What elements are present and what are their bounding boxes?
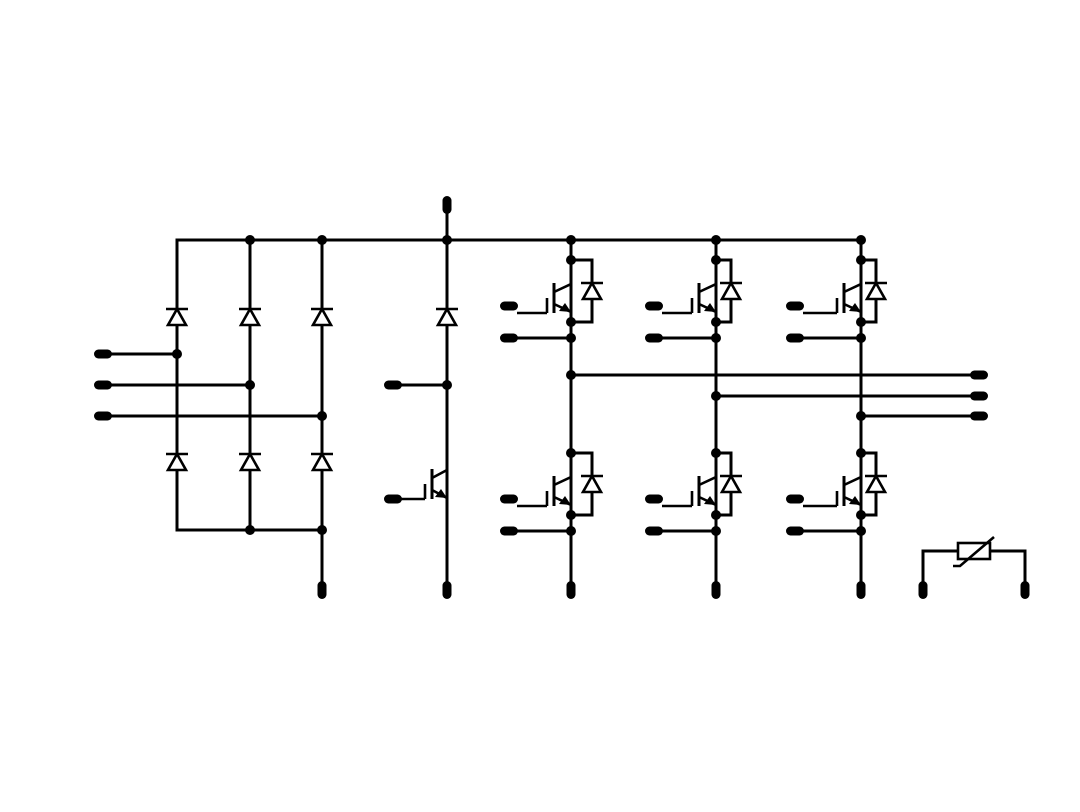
brake-emitter-terminal xyxy=(442,581,452,599)
phase-v-output-terminal xyxy=(970,391,988,401)
brake-igbt xyxy=(398,440,449,585)
junction-dot xyxy=(856,235,866,245)
junction-dot xyxy=(566,317,576,327)
terminals xyxy=(94,196,1030,599)
aux-emitter-terminal xyxy=(786,526,804,536)
junction-dot xyxy=(317,525,327,535)
gate-terminal xyxy=(645,494,663,504)
junction-dot xyxy=(317,235,327,245)
igbt-symbol xyxy=(662,453,718,515)
phase-w-output-terminal xyxy=(970,411,988,421)
junction-dot xyxy=(711,448,721,458)
rectifier-upper-diode xyxy=(238,306,262,327)
junction-dot xyxy=(711,255,721,265)
junction-dot xyxy=(856,317,866,327)
rectifier-lower-diode xyxy=(238,451,262,472)
igbt-symbol xyxy=(517,260,573,322)
phase-w-emitter-terminal xyxy=(856,581,866,599)
ntc-terminal xyxy=(918,581,928,599)
junction-dot xyxy=(566,255,576,265)
junction-dot xyxy=(566,448,576,458)
junction-dot xyxy=(566,333,576,343)
junction-dot xyxy=(566,526,576,536)
junction-dot xyxy=(856,255,866,265)
aux-emitter-terminal xyxy=(500,333,518,343)
junction-dot xyxy=(442,235,452,245)
junction-dot xyxy=(442,380,452,390)
junction-dot xyxy=(172,349,182,359)
phase-u-emitter-terminal xyxy=(566,581,576,599)
junction-dot xyxy=(856,448,866,458)
gate-terminal xyxy=(500,301,518,311)
rectifier-lower-diode xyxy=(165,451,189,472)
gate-terminal xyxy=(500,494,518,504)
freewheel-diode-symbol xyxy=(864,280,888,301)
igbt-symbol xyxy=(517,453,573,515)
aux-emitter-terminal xyxy=(786,333,804,343)
freewheel-diode-symbol xyxy=(719,473,743,494)
junction-dot xyxy=(566,235,576,245)
aux-emitter-terminal xyxy=(645,526,663,536)
junction-dot xyxy=(711,526,721,536)
rectifier-upper-diode xyxy=(310,306,334,327)
junction-dot xyxy=(856,411,866,421)
junction-dot xyxy=(711,317,721,327)
phase-u-output-terminal xyxy=(970,370,988,380)
igbt-symbol xyxy=(662,260,718,322)
junction-dot xyxy=(245,525,255,535)
junction-dot xyxy=(856,526,866,536)
phase-v-emitter-terminal xyxy=(711,581,721,599)
junction-dot xyxy=(711,333,721,343)
components xyxy=(165,258,1027,585)
freewheel-diode-symbol xyxy=(580,280,604,301)
ntc-thermistor-symbol xyxy=(921,536,1027,585)
junction-dot xyxy=(566,370,576,380)
dc-plus-terminal xyxy=(442,196,452,214)
rectifier-lower-diode xyxy=(310,451,334,472)
junction-dot xyxy=(711,391,721,401)
wires xyxy=(106,210,977,587)
brake-diode xyxy=(435,306,459,327)
igbt-symbol xyxy=(803,453,863,515)
ntc-terminal xyxy=(1020,581,1030,599)
junction-dot xyxy=(245,380,255,390)
freewheel-diode-symbol xyxy=(580,473,604,494)
junction-dot xyxy=(856,510,866,520)
ac-input-terminal xyxy=(94,349,112,359)
junction-dot xyxy=(856,333,866,343)
gate-terminal xyxy=(786,494,804,504)
rectifier-upper-diode xyxy=(165,306,189,327)
brake-output-terminal xyxy=(384,380,402,390)
junctions xyxy=(172,235,866,536)
ac-input-terminal xyxy=(94,411,112,421)
junction-dot xyxy=(566,510,576,520)
ac-input-terminal xyxy=(94,380,112,390)
igbt-symbol xyxy=(803,260,863,322)
freewheel-diode-symbol xyxy=(719,280,743,301)
freewheel-diode-symbol xyxy=(864,473,888,494)
brake-gate-terminal xyxy=(384,494,402,504)
gate-terminal xyxy=(645,301,663,311)
junction-dot xyxy=(711,235,721,245)
gate-terminal xyxy=(786,301,804,311)
junction-dot xyxy=(245,235,255,245)
aux-emitter-terminal xyxy=(645,333,663,343)
junction-dot xyxy=(317,411,327,421)
aux-emitter-terminal xyxy=(500,526,518,536)
rectifier-minus-terminal xyxy=(317,581,327,599)
junction-dot xyxy=(711,510,721,520)
